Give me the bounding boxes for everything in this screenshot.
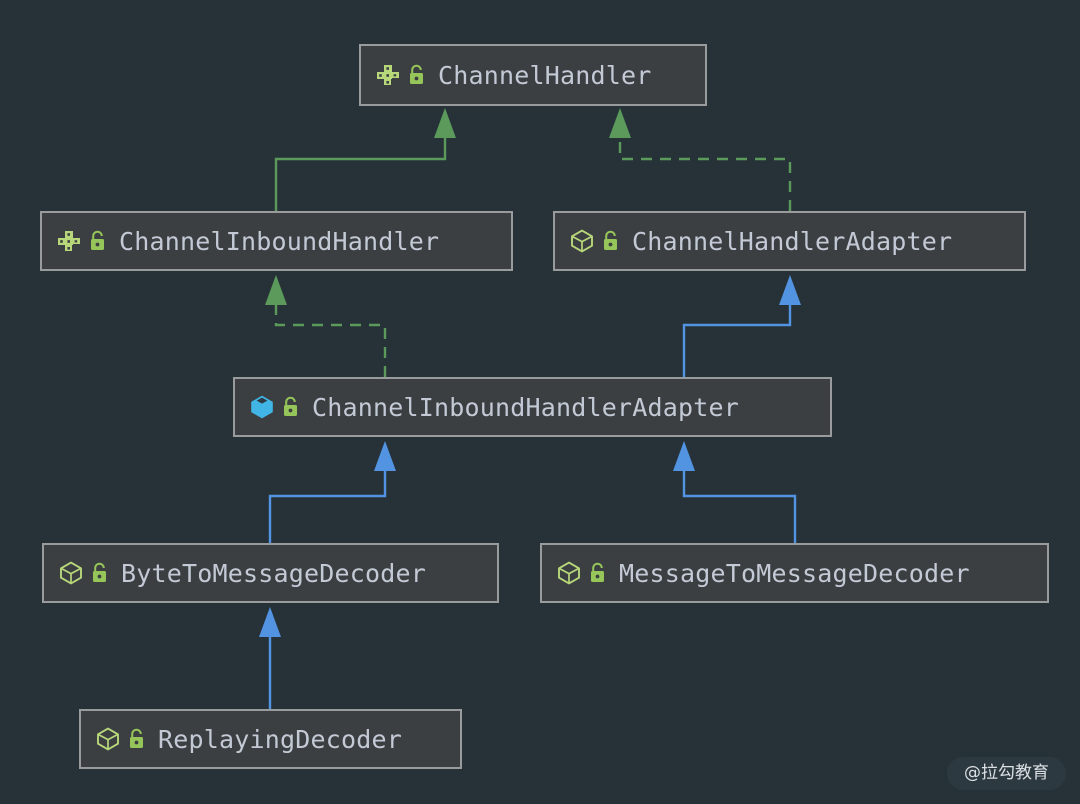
node-message-to-message-decoder[interactable]: MessageToMessageDecoder xyxy=(540,543,1049,603)
edge-adapter-to-handler xyxy=(609,108,792,211)
abstract-class-icon xyxy=(60,561,82,585)
edge-messagedecoder-to-inboundadapter xyxy=(673,441,797,543)
edge-inboundadapter-to-adapter xyxy=(682,275,801,377)
edge-replaying-to-bytedecoder xyxy=(259,607,281,709)
lock-icon xyxy=(91,230,104,250)
abstract-class-icon xyxy=(571,229,593,253)
lock-icon xyxy=(130,728,143,748)
node-label: ChannelInboundHandlerAdapter xyxy=(312,392,740,422)
node-replaying-decoder[interactable]: ReplayingDecoder xyxy=(79,709,462,769)
node-channel-inbound-handler-adapter[interactable]: ChannelInboundHandlerAdapter xyxy=(233,377,832,437)
node-label: ReplayingDecoder xyxy=(158,724,403,754)
edge-inboundadapter-to-inbound xyxy=(265,275,387,377)
interface-icon xyxy=(58,231,80,251)
lock-icon xyxy=(410,64,423,84)
watermark: @拉勾教育 xyxy=(947,757,1066,790)
node-channel-handler-adapter[interactable]: ChannelHandlerAdapter xyxy=(553,211,1026,271)
node-label: ChannelHandlerAdapter xyxy=(632,226,953,256)
node-label: MessageToMessageDecoder xyxy=(619,558,970,588)
class-icon xyxy=(251,395,273,419)
node-label: ChannelInboundHandler xyxy=(119,226,440,256)
node-byte-to-message-decoder[interactable]: ByteToMessageDecoder xyxy=(42,543,499,603)
edge-bytedecoder-to-inboundadapter xyxy=(268,441,396,543)
lock-icon xyxy=(591,562,604,582)
lock-icon xyxy=(604,230,617,250)
node-channel-inbound-handler[interactable]: ChannelInboundHandler xyxy=(40,211,513,271)
abstract-class-icon xyxy=(97,727,119,751)
lock-icon xyxy=(93,562,106,582)
edge-inbound-to-handler xyxy=(274,108,456,211)
node-label: ChannelHandler xyxy=(438,60,652,90)
interface-icon xyxy=(377,65,399,85)
lock-icon xyxy=(284,396,297,416)
abstract-class-icon xyxy=(558,561,580,585)
node-label: ByteToMessageDecoder xyxy=(121,558,427,588)
node-channel-handler[interactable]: ChannelHandler xyxy=(359,44,707,106)
